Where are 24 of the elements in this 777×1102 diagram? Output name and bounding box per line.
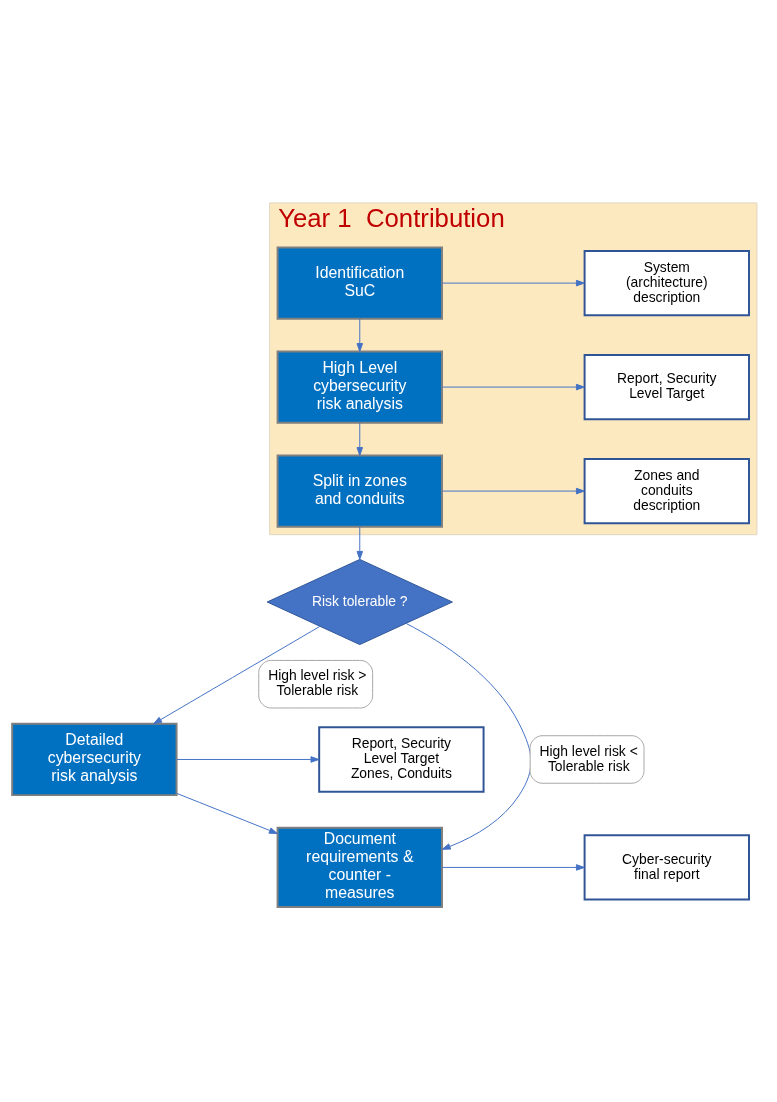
node-box: System (architecture) description <box>583 249 750 317</box>
node-box: Identification SuC <box>276 246 443 320</box>
arrow <box>441 864 585 871</box>
node-box: Detailed cybersecurity risk analysis <box>11 722 178 797</box>
arrow <box>441 383 585 391</box>
node-diamond: Risk tolerable ? <box>266 558 453 646</box>
arrow <box>176 756 320 763</box>
arrow <box>176 792 278 834</box>
arrow <box>356 526 364 560</box>
arrow <box>356 318 364 352</box>
node-box: Zones and conduits description <box>583 457 750 525</box>
arrow <box>441 487 585 495</box>
arrow <box>405 622 532 850</box>
edge-label: High level risk < Tolerable risk <box>539 742 638 774</box>
node-box: Report, Security Level Target Zones, Conduits <box>318 726 485 793</box>
node-box: Cyber-security final report <box>583 834 750 901</box>
edge-label: High level risk > Tolerable risk <box>268 667 367 699</box>
arrow <box>356 422 364 456</box>
arrow <box>153 625 321 725</box>
node-box: Document requirements & counter - measures <box>276 826 443 909</box>
node-box: Report, Security Level Target <box>583 353 750 421</box>
arrow <box>441 279 585 287</box>
node-box: Split in zones and conduits <box>276 454 443 528</box>
node-box: High Level cybersecurity risk analysis <box>276 350 443 424</box>
